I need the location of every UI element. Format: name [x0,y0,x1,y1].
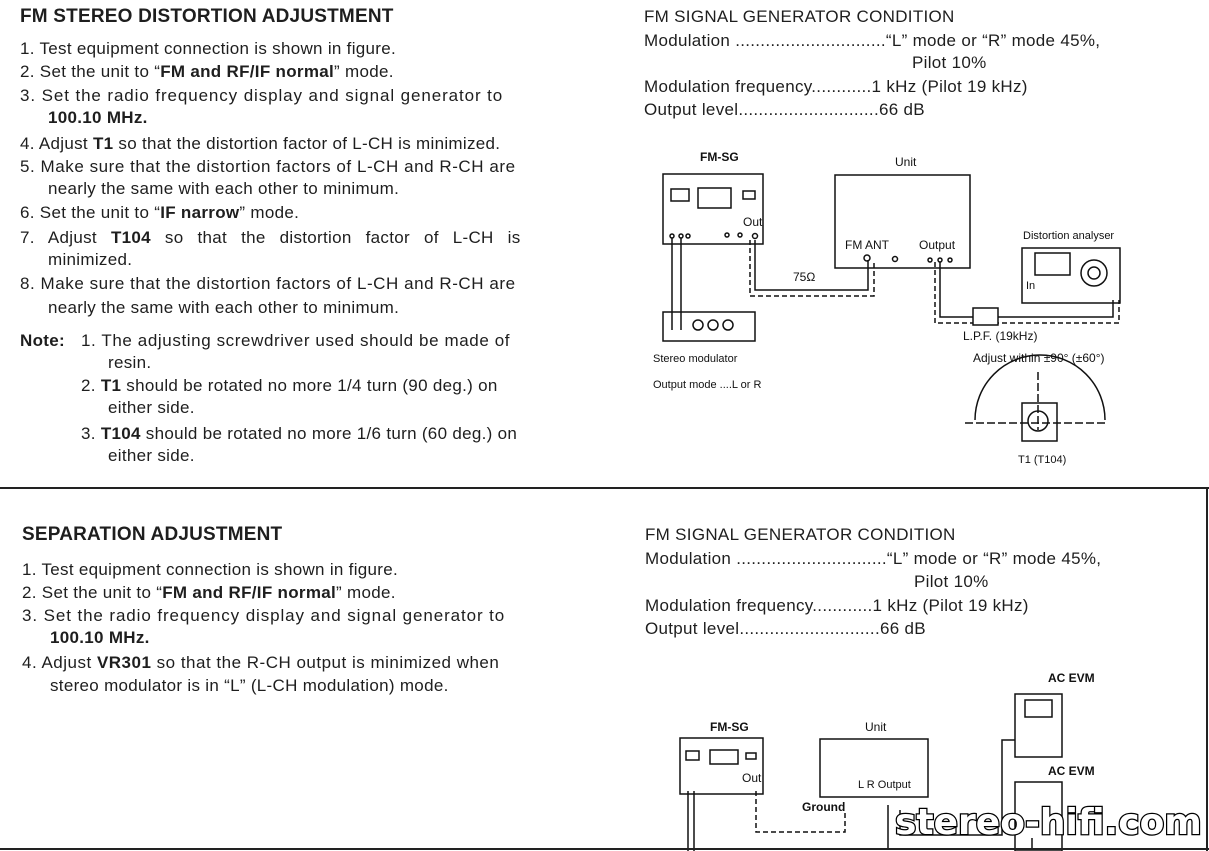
step-2: 2. Set the unit to “FM and RF/IF normal”… [20,62,394,81]
step-3-cont: 100.10 MHz. [48,108,148,127]
sep-step-4-cont: stereo modulator is in “L” (L-CH modulat… [50,676,449,695]
condition-modulation: Modulation .............................… [644,31,1101,50]
sep-step-1: 1. Test equipment connection is shown in… [22,560,399,579]
note-label: Note: [20,331,65,350]
unit-box-2 [819,738,929,798]
unit-label-2: Unit [865,720,887,734]
analyser-in-label: In [1026,280,1035,292]
step-7-cont: minimized. [48,250,133,269]
step-1: 1. Test equipment connection is shown in… [20,39,397,58]
sep-step-2: 2. Set the unit to “FM and RF/IF normal”… [22,583,396,602]
section-title-distortion: FM STEREO DISTORTION ADJUSTMENT [20,6,394,27]
bottom-border [0,848,1209,850]
t1-label: T1 (T104) [1018,454,1066,466]
step-8: 8. Make sure that the distortion factors… [20,274,516,293]
note-2-cont: either side. [108,398,195,417]
unit-output-label-2: L R Output [858,779,911,791]
distortion-analyser-label: Distortion analyser [1023,230,1114,242]
condition-frequency: Modulation frequency............1 kHz (P… [644,77,1028,96]
ground-label: Ground [802,800,845,814]
section-divider [0,487,1209,489]
ac-evm-box-2 [1014,781,1063,851]
note-1: 1. The adjusting screwdriver used should… [81,331,511,350]
condition-title: FM SIGNAL GENERATOR CONDITION [644,7,955,26]
t1-coil-icon [1021,402,1058,442]
distortion-analyser-box [1021,247,1121,304]
condition-output-level: Output level............................… [644,100,925,119]
step-4: 4. Adjust T1 so that the distortion fact… [20,134,501,153]
step-7: 7. Adjust T104 so that the distortion fa… [20,228,521,247]
note-1-cont: resin. [108,353,152,372]
sep-step-3: 3. Set the radio frequency display and s… [22,606,506,625]
fm-ant-label: FM ANT [845,238,890,252]
ac-evm-label-2: AC EVM [1048,764,1095,778]
lpf-label: L.P.F. (19kHz) [963,329,1037,343]
fmsg-label: FM-SG [700,150,739,164]
separation-connection-diagram: FM-SG Out Unit Ground L R Output AC EVM … [679,671,1203,851]
stereo-modulator-box [662,311,756,342]
right-border [1206,487,1208,851]
sep-step-4: 4. Adjust VR301 so that the R-CH output … [22,653,500,672]
watermark-logo: stereo-hifi.com [895,802,1202,843]
stereo-modulator-label: Stereo modulator [653,353,738,365]
rotation-arc-icon [974,354,1106,421]
condition2-frequency: Modulation frequency............1 kHz (P… [645,596,1029,615]
fmsg-out-label: Out [743,215,763,229]
unit-box [834,174,971,269]
step-8-cont: nearly the same with each other to minim… [48,298,400,317]
step-5: 5. Make sure that the distortion factors… [20,157,516,176]
step-6: 6. Set the unit to “IF narrow” mode. [20,203,300,222]
condition2-modulation: Modulation .............................… [645,549,1102,568]
note-3-cont: either side. [108,446,195,465]
output-mode-label: Output mode ....L or R [653,379,761,391]
condition-pilot: Pilot 10% [912,53,987,72]
condition2-pilot: Pilot 10% [914,572,989,591]
lpf-box [972,307,999,326]
section-title-separation: SEPARATION ADJUSTMENT [22,524,283,545]
ac-evm-box-1 [1014,693,1063,758]
fm-sg-label-2: FM-SG [710,720,749,734]
fmsg-box [662,173,764,245]
unit-label: Unit [895,155,917,169]
adjust-within-label: Adjust within ±90° (±60°) [973,351,1105,365]
cable-75-ohm-label: 75Ω [793,270,815,284]
step-3: 3. Set the radio frequency display and s… [20,86,504,105]
step-5-cont: nearly the same with each other to minim… [48,179,400,198]
ac-evm-label-1: AC EVM [1048,671,1095,685]
condition2-title: FM SIGNAL GENERATOR CONDITION [645,525,956,544]
note-2: 2. T1 should be rotated no more 1/4 turn… [81,376,498,395]
note-3: 3. T104 should be rotated no more 1/6 tu… [81,424,518,443]
sep-step-3-cont: 100.10 MHz. [50,628,150,647]
condition2-output-level: Output level............................… [645,619,926,638]
fmsg-box-2 [679,737,764,795]
unit-output-label: Output [919,238,956,252]
distortion-connection-diagram: FM-SG Out Stereo modulator Output mode .… [653,150,1121,466]
fmsg-out-label-2: Out [742,771,762,785]
